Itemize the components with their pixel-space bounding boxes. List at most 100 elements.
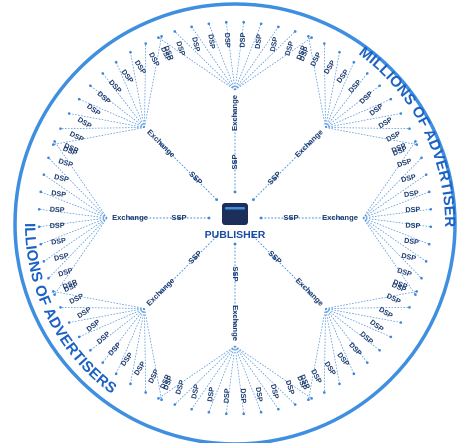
dsp-node[interactable]: DSP [396,266,413,279]
dsp-node[interactable]: DSP [133,58,149,75]
dsp-node[interactable]: DSP [95,329,112,346]
dsp-node[interactable]: DSP [119,68,135,85]
hub-connector [160,143,217,200]
dsp-node[interactable]: DSP [334,67,350,84]
dsp-node[interactable]: DSP [269,383,281,400]
dsp-dot [277,407,280,411]
exchange-node[interactable]: Exchange [230,95,239,131]
dsp-node[interactable]: DSP [68,291,85,306]
dsp-node[interactable]: DSP [107,78,124,95]
dsp-node[interactable]: DSP [368,101,385,117]
ssp-node[interactable]: SSP [230,154,239,169]
dsp-node[interactable]: DSP [147,51,162,68]
dsp-node[interactable]: DSP [51,236,67,247]
dsp-node[interactable]: DSP [254,386,265,402]
dsp-label: DSP [85,102,102,118]
dsp-node[interactable]: DSP [253,33,264,49]
ssp-node[interactable]: SSP [187,169,204,186]
dsp-node[interactable]: DSP [173,379,186,396]
exchange-node[interactable]: Exchange [231,305,240,341]
dsp-node[interactable]: DSP [222,388,232,403]
dsp-node[interactable]: DSP [323,360,339,377]
dsp-node[interactable]: DSP [283,40,296,57]
dsp-node[interactable]: DSP [346,78,363,95]
dsp-node[interactable]: DSP [50,221,65,231]
dsp-node[interactable]: DSP [205,386,216,402]
ssp-node[interactable]: SSP [266,169,283,186]
dsp-node[interactable]: DSP [404,236,420,247]
dsp-node[interactable]: DSP [57,265,74,278]
dsp-node[interactable]: DSP [377,115,394,131]
dsp-spoke [144,308,147,393]
dsp-label: DSP [119,68,135,85]
ssp-node[interactable]: SSP [186,249,203,266]
dsp-node[interactable]: DSP [119,350,135,367]
publisher-node[interactable]: PUBLISHER [205,203,266,241]
dsp-dot [352,372,356,376]
dsp-node[interactable]: DSP [238,32,248,47]
ssp-node[interactable]: SSP [283,213,298,222]
ssp-node[interactable]: SSP [231,266,240,281]
ssp-node[interactable]: SSP [266,249,283,266]
dsp-node[interactable]: DSP [268,36,280,53]
node-dot [207,216,211,220]
dsp-node[interactable]: DSP [50,205,65,215]
dsp-node[interactable]: DSP [357,89,374,106]
dsp-node[interactable]: DSP [53,172,70,184]
dsp-node[interactable]: DSP [403,188,419,199]
exchange-node[interactable]: Exchange [293,128,325,160]
exchange-node[interactable]: Exchange [112,213,148,222]
dsp-label: DSP [377,305,394,321]
dsp-dot [427,242,431,246]
dsp-spoke [225,22,236,91]
dsp-node[interactable]: DSP [106,340,123,357]
dsp-dot [160,398,163,402]
dsp-spoke [69,113,145,128]
node-dot [233,272,237,276]
dsp-dot [77,97,81,101]
dsp-label: DSP [119,350,135,367]
dsp-node[interactable]: DSP [174,40,187,57]
dsp-node[interactable]: DSP [358,329,375,346]
exchange-node[interactable]: Exchange [322,213,358,222]
dsp-spoke [325,308,401,323]
dsp-node[interactable]: DSP [322,58,338,75]
node-dot [159,142,163,146]
dsp-node[interactable]: DSP [85,317,102,333]
dsp-node[interactable]: DSP [223,33,233,48]
dsp-node[interactable]: DSP [51,188,67,199]
dsp-node[interactable]: DSP [385,291,402,306]
dsp-node[interactable]: DSP [396,156,413,169]
exchange-node[interactable]: Exchange [145,276,177,308]
dsp-label: DSP [190,36,202,53]
node-dot [233,242,237,246]
dsp-node[interactable]: DSP [53,251,70,263]
dsp-label: DSP [50,221,65,231]
dsp-dot [378,348,381,352]
dsp-label: DSP [284,379,297,396]
dsp-node[interactable]: DSP [368,317,385,333]
dsp-node[interactable]: DSP [189,383,201,400]
dsp-node[interactable]: DSP [75,305,92,321]
node-dot [215,198,219,202]
dsp-node[interactable]: DSP [308,50,323,67]
dsp-node[interactable]: DSP [405,221,420,231]
dsp-node[interactable]: DSP [284,379,297,396]
exchange-node[interactable]: Exchange [145,128,177,160]
dsp-spoke [234,31,296,91]
dsp-node[interactable]: DSP [347,340,364,357]
dsp-node[interactable]: DSP [239,388,249,403]
dsp-node[interactable]: DSP [377,305,394,321]
dsp-node[interactable]: DSP [401,251,418,263]
node-dot [289,216,293,220]
exchange-node[interactable]: Exchange [294,276,326,308]
dsp-node[interactable]: DSP [335,351,351,368]
dsp-node[interactable]: DSP [57,156,74,169]
dsp-node[interactable]: DSP [206,34,217,50]
dsp-node[interactable]: DSP [400,172,417,184]
dsp-node[interactable]: DSP [85,102,102,118]
dsp-node[interactable]: DSP [190,36,202,53]
dsp-node[interactable]: DSP [405,205,420,215]
dsp-node[interactable]: DSP [96,89,113,106]
ssp-node[interactable]: SSP [171,213,186,222]
